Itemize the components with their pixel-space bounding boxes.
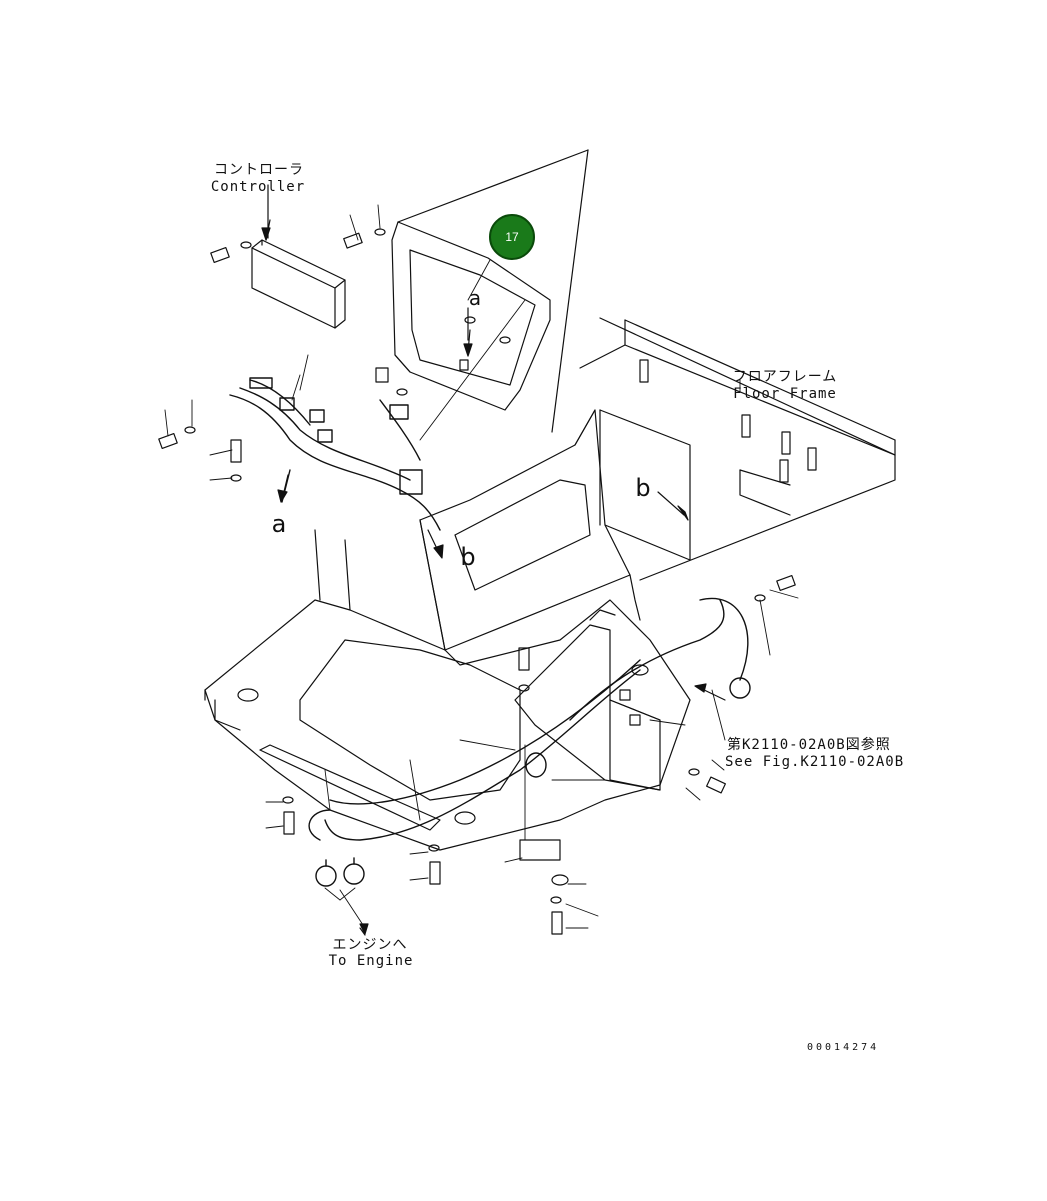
cab-frame <box>315 410 640 650</box>
part-callout-17[interactable]: 17 <box>489 214 535 260</box>
to-engine-label-en: To Engine <box>328 953 414 969</box>
wiring-harness-upper <box>230 378 440 530</box>
view-letter-b-left: b <box>460 543 476 571</box>
wiring-harness-lower <box>309 598 750 886</box>
to-engine-label-jp: エンジンへ <box>332 937 408 953</box>
see-fig-label-jp: 第K2110-02A0B図参照 <box>727 737 891 753</box>
fasteners <box>159 229 795 934</box>
callout-number: 17 <box>505 230 519 244</box>
see-fig-label-en: See Fig.K2110-02A0B <box>725 754 905 770</box>
drawing-code: 00014274 <box>807 1042 880 1053</box>
detail-leader-lines <box>398 150 588 432</box>
floor-frame <box>580 318 895 580</box>
floor-frame-label-jp: フロアフレーム <box>732 369 838 385</box>
view-letter-b-right: b <box>635 474 651 502</box>
view-letter-a-bottom: a <box>271 510 287 538</box>
view-arrows <box>262 220 725 935</box>
leader-lines <box>165 205 798 928</box>
controller-label-en: Controller <box>210 179 306 195</box>
relay-bracket <box>515 610 660 790</box>
controller-label-jp: コントローラ <box>214 162 304 178</box>
detail-plate <box>392 222 550 410</box>
controller-box <box>252 185 345 328</box>
floor-frame-label-en: Floor Frame <box>733 386 837 402</box>
view-letter-a-top: a <box>468 286 482 310</box>
